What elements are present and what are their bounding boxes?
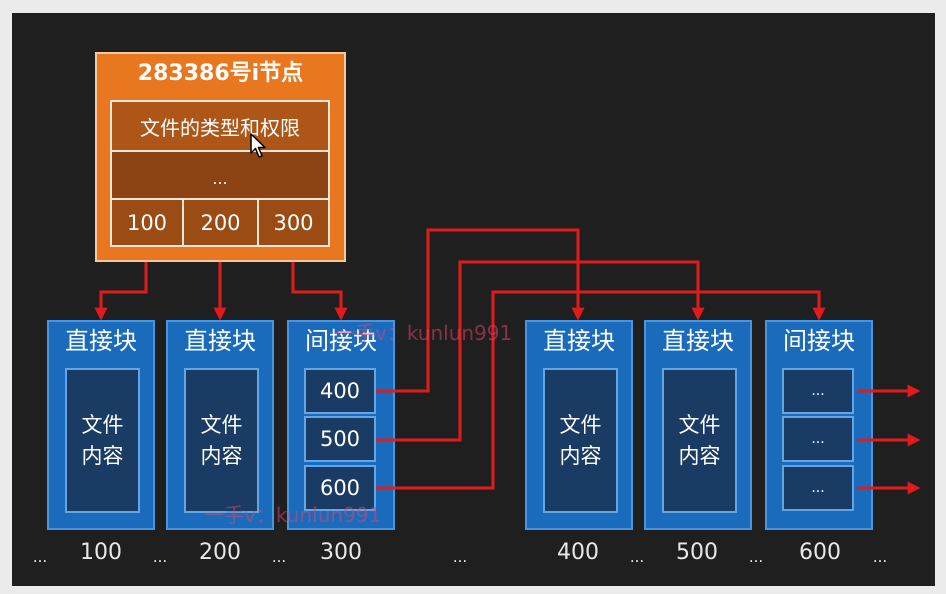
file-content-line1: 文件 [200,412,243,437]
inode-row-block-pointers: 100 200 300 [112,200,328,245]
inode-title: 283386号i节点 [137,61,304,86]
inode-box: 283386号i节点 文件的类型和权限 ... 100 200 300 [95,52,346,262]
block-number-label: 200 [199,540,241,565]
file-content-line2: 内容 [200,443,243,468]
pointer-cell-ellipsis: ... [782,416,854,462]
pointer-cell-ellipsis: ... [782,465,854,511]
indirect-block-600: 间接块 ... ... ... [765,320,873,530]
pointer-cell-500: 500 [304,416,376,462]
block-title: 间接块 [783,327,855,355]
pointer-cell-600: 600 [304,465,376,511]
pointer-cell-ellipsis: ... [782,368,854,414]
pointer-cell-400: 400 [304,368,376,414]
inode-row-ellipsis: ... [112,152,328,200]
file-content-area: 文件 内容 [543,368,618,513]
block-title: 直接块 [65,327,137,355]
file-content-line2: 内容 [81,443,124,468]
direct-block-100: 直接块 文件 内容 [47,320,155,530]
block-number-label: 600 [799,540,841,565]
indirect-block-300: 间接块 400 500 600 [287,320,395,530]
inode-pointer-cell-300: 300 [273,210,314,235]
block-title: 直接块 [662,327,734,355]
block-number-label: 300 [320,540,362,565]
gap-ellipsis: ... [748,548,764,566]
block-title: 直接块 [184,327,256,355]
block-number-label: 500 [676,540,718,565]
file-content-line1: 文件 [678,412,721,437]
block-title: 间接块 [305,327,377,355]
inode-pointer-cell-200: 200 [184,200,259,245]
gap-ellipsis: ... [452,548,468,566]
gap-ellipsis: ... [152,548,168,566]
gap-ellipsis: ... [629,548,645,566]
file-content-area: 文件 内容 [662,368,737,513]
file-content-line2: 内容 [559,443,602,468]
mouse-cursor-icon [250,133,266,158]
block-number-label: 400 [557,540,599,565]
direct-block-500: 直接块 文件 内容 [644,320,752,530]
file-content-line2: 内容 [678,443,721,468]
inode-pointer-cell-100: 100 [112,200,184,245]
inode-table: 文件的类型和权限 ... 100 200 300 [110,100,330,247]
gap-ellipsis: ... [271,548,287,566]
file-content-area: 文件 内容 [65,368,140,513]
block-number-label: 100 [80,540,122,565]
file-content-line1: 文件 [81,412,124,437]
gap-ellipsis: ... [872,548,888,566]
direct-block-200: 直接块 文件 内容 [166,320,274,530]
direct-block-400: 直接块 文件 内容 [525,320,633,530]
block-title: 直接块 [543,327,615,355]
gap-ellipsis: ... [32,548,48,566]
file-content-area: 文件 内容 [184,368,259,513]
file-content-line1: 文件 [559,412,602,437]
inode-row-type-permissions: 文件的类型和权限 [112,102,328,152]
